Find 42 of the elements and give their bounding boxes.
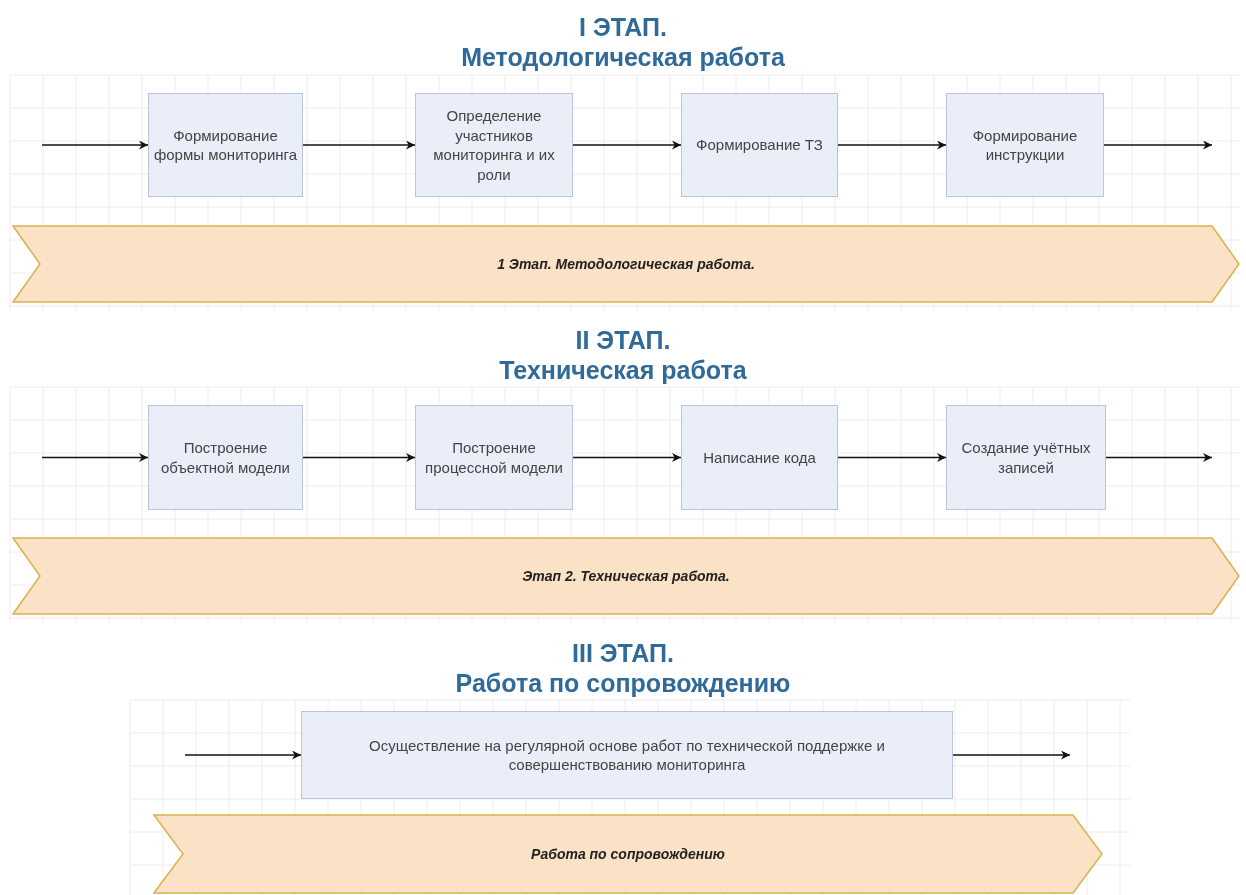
- process-box: [681, 405, 838, 510]
- arrow: [572, 140, 682, 150]
- box-label: Построение объектной модели: [160, 438, 291, 477]
- stage-band: [12, 537, 1240, 615]
- stage-band: [153, 814, 1103, 894]
- process-box: [681, 93, 838, 197]
- stage-heading: Работа по сопровождению: [454, 668, 792, 698]
- box-label: Формирование инструкции: [971, 125, 1079, 165]
- arrow: [952, 750, 1071, 760]
- process-box: [415, 405, 573, 510]
- arrow: [572, 453, 682, 462]
- stage-heading: II ЭТАП.: [574, 325, 672, 355]
- box-label: Определение участников мониторинга и их роли: [432, 106, 556, 184]
- band-label: Этап 2. Техническая работа.: [521, 568, 731, 584]
- arrow: [302, 140, 416, 150]
- process-box: [946, 405, 1106, 510]
- arrow: [184, 750, 302, 760]
- process-box: [415, 93, 573, 197]
- stage-heading: Техническая работа: [498, 355, 748, 385]
- arrow: [837, 140, 947, 150]
- stage-heading: III ЭТАП.: [571, 638, 675, 668]
- box-label: Осуществление на регулярной основе работ по технической поддержке и совершенствованию мониторинга: [368, 735, 886, 775]
- arrow: [41, 453, 149, 462]
- box-label: Создание учётных записей: [960, 438, 1092, 477]
- arrow: [41, 140, 149, 150]
- process-box: [946, 93, 1104, 197]
- box-label: Построение процессной модели: [424, 438, 564, 477]
- stage-band: [12, 225, 1240, 303]
- arrow: [1105, 453, 1213, 462]
- arrow: [1103, 140, 1213, 150]
- arrow: [837, 453, 947, 462]
- box-label: Формирование ТЗ: [695, 135, 824, 155]
- band-label: Работа по сопровождению: [530, 846, 726, 862]
- process-box: [148, 405, 303, 510]
- stage-heading: Методологическая работа: [460, 42, 786, 72]
- process-box: [148, 93, 303, 197]
- band-label: 1 Этап. Методологическая работа.: [496, 256, 756, 272]
- stage-heading: I ЭТАП.: [578, 12, 668, 42]
- arrow: [302, 453, 416, 462]
- process-box: [301, 711, 953, 799]
- box-label: Формирование формы мониторинга: [152, 125, 299, 165]
- box-label: Написание кода: [702, 447, 817, 468]
